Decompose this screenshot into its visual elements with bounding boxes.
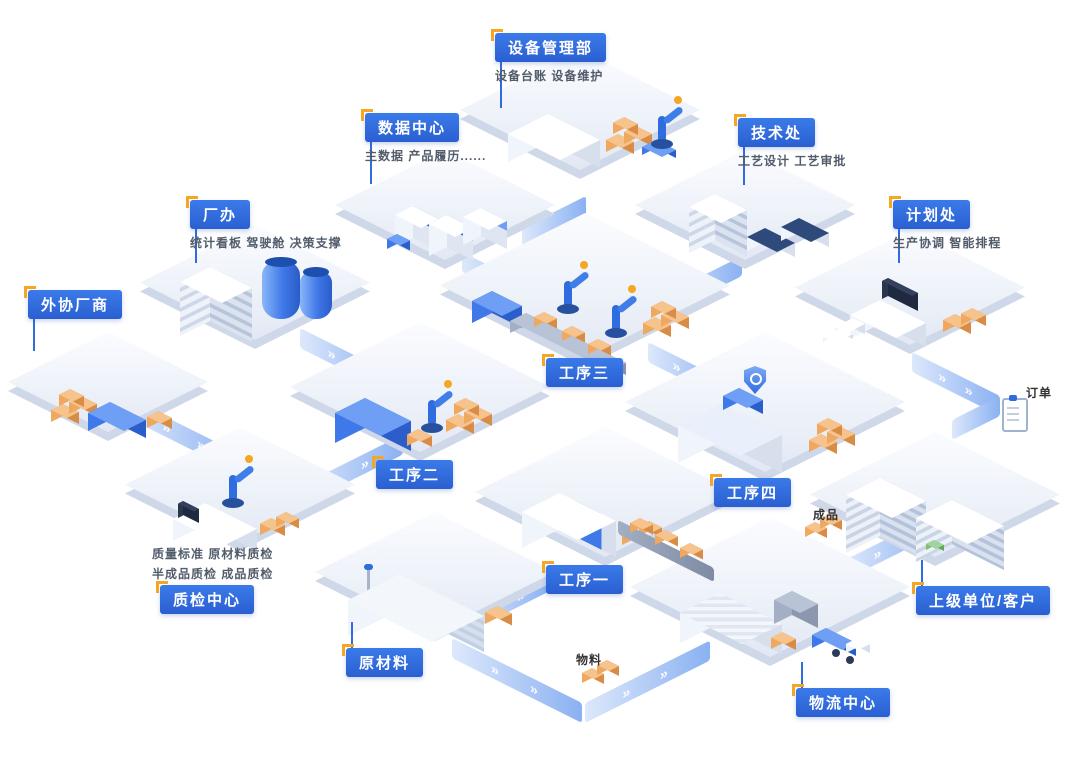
cooling-tower-icon bbox=[300, 267, 332, 319]
platform-planning bbox=[795, 230, 1025, 355]
label-equipment: 设备管理部 设备台账 设备维护 bbox=[490, 29, 607, 84]
label-sub: 设备台账 设备维护 bbox=[495, 69, 604, 83]
label-pill: 工序一 bbox=[541, 561, 624, 594]
truck-wheel-icon bbox=[846, 656, 854, 664]
chevron-icon: » bbox=[530, 679, 538, 699]
label-logistics: 物流中心 bbox=[791, 684, 891, 717]
label-pill: 计划处 bbox=[888, 196, 971, 229]
label-customer: 上级单位/客户 bbox=[911, 582, 1051, 615]
label-process3: 工序三 bbox=[541, 354, 624, 387]
face-top bbox=[846, 638, 870, 650]
label-sub: 质量标准 原材料质检 bbox=[152, 547, 274, 561]
platform-raw bbox=[315, 512, 555, 652]
label-tech: 技术处 工艺设计 工艺审批 bbox=[733, 114, 847, 169]
label-qc: 质量标准 原材料质检 半成品质检 成品质检 质检中心 bbox=[152, 545, 273, 614]
platform-surface bbox=[8, 332, 208, 432]
label-process2: 工序二 bbox=[371, 456, 454, 489]
platform-logistics bbox=[630, 517, 910, 667]
label-pill: 工序四 bbox=[709, 474, 792, 507]
platform-qc bbox=[125, 427, 355, 552]
annotation-material: 物料 bbox=[576, 651, 602, 669]
chevron-icon: » bbox=[622, 682, 631, 703]
annotation-text: 成品 bbox=[813, 508, 840, 522]
label-pill: 工序二 bbox=[371, 456, 454, 489]
label-office: 厂办 统计看板 驾驶舱 决策支撑 bbox=[185, 196, 342, 251]
annotation-order: 订单 bbox=[1002, 384, 1053, 432]
platform-process2 bbox=[290, 322, 550, 462]
label-pill: 原材料 bbox=[341, 644, 424, 677]
platform-process3 bbox=[440, 213, 730, 375]
label-pill: 质检中心 bbox=[155, 581, 255, 614]
label-raw: 原材料 bbox=[341, 644, 424, 677]
annotation-finished: 成品 bbox=[813, 506, 839, 524]
connector-line bbox=[898, 227, 900, 263]
label-sub: 工艺设计 工艺审批 bbox=[738, 154, 847, 168]
label-datacenter: 数据中心 主数据 产品履历...... bbox=[360, 109, 487, 164]
label-pill: 设备管理部 bbox=[490, 29, 607, 62]
label-process1: 工序一 bbox=[541, 561, 624, 594]
face-right bbox=[497, 606, 512, 626]
connector-line bbox=[500, 60, 502, 108]
label-process4: 工序四 bbox=[709, 474, 792, 507]
platform-customer bbox=[810, 432, 1060, 570]
label-pill: 外协厂商 bbox=[23, 286, 123, 319]
annotation-text: 物料 bbox=[576, 653, 603, 667]
connector-line bbox=[33, 317, 35, 351]
platform-tech bbox=[635, 150, 855, 270]
platform-process4 bbox=[625, 332, 905, 482]
label-sub: 半成品质检 成品质检 bbox=[152, 567, 274, 581]
face-right bbox=[858, 638, 870, 653]
label-sub: 统计看板 驾驶舱 决策支撑 bbox=[190, 236, 342, 250]
platform-office bbox=[140, 225, 370, 350]
annotation-text: 订单 bbox=[1026, 386, 1053, 400]
connector-line bbox=[743, 145, 745, 185]
chevron-icon: » bbox=[964, 380, 973, 401]
label-pill: 物流中心 bbox=[791, 684, 891, 717]
connector-line bbox=[801, 662, 803, 690]
connector-line bbox=[921, 560, 923, 588]
road-segment: »» bbox=[452, 638, 582, 724]
label-pill: 技术处 bbox=[733, 114, 816, 147]
clipboard-icon bbox=[1002, 395, 1028, 432]
chevron-icon: » bbox=[491, 659, 499, 680]
shield-icon bbox=[743, 366, 767, 394]
face-left bbox=[846, 638, 858, 653]
cooling-tower-icon bbox=[262, 257, 300, 319]
label-pill: 上级单位/客户 bbox=[911, 582, 1051, 615]
label-pill: 工序三 bbox=[541, 354, 624, 387]
label-vendor: 外协厂商 bbox=[23, 286, 123, 319]
connector-line bbox=[195, 227, 197, 263]
street-lamp-icon bbox=[364, 564, 373, 612]
platform-vendor bbox=[8, 332, 208, 442]
face-left bbox=[582, 668, 592, 683]
platform-surface bbox=[315, 512, 555, 632]
platform-surface bbox=[630, 517, 910, 657]
face-right bbox=[592, 668, 604, 684]
connector-line bbox=[370, 140, 372, 184]
chevron-icon: » bbox=[938, 367, 947, 388]
label-pill: 数据中心 bbox=[360, 109, 460, 142]
label-sub: 生产协调 智能排程 bbox=[893, 236, 1002, 250]
label-planning: 计划处 生产协调 智能排程 bbox=[888, 196, 1002, 251]
truck-wheel-icon bbox=[832, 649, 840, 657]
label-pill: 厂办 bbox=[185, 196, 251, 229]
face-top bbox=[582, 668, 604, 679]
face-right bbox=[607, 660, 619, 676]
label-sub: 主数据 产品履历...... bbox=[365, 149, 487, 163]
